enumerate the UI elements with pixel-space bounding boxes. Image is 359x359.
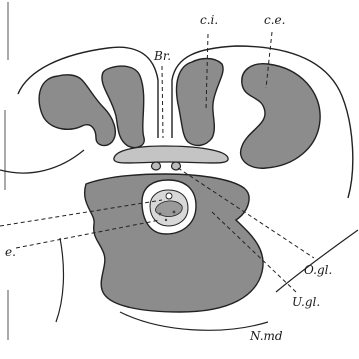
paired-gland-left xyxy=(152,162,161,170)
label-ci: c.i. xyxy=(200,14,218,26)
label-ce: c.e. xyxy=(264,14,285,26)
label-nmd: N.md xyxy=(250,330,283,342)
right-outer-brain-lobe xyxy=(241,64,321,169)
central-canal xyxy=(142,180,196,234)
right-inner-brain-lobe xyxy=(177,59,224,146)
label-e: e. xyxy=(5,246,16,258)
transverse-band xyxy=(114,146,228,163)
label-ogl: O.gl. xyxy=(304,264,332,276)
label-br: Br. xyxy=(154,50,171,62)
leader-br xyxy=(162,66,163,138)
label-ugl: U.gl. xyxy=(292,296,320,308)
